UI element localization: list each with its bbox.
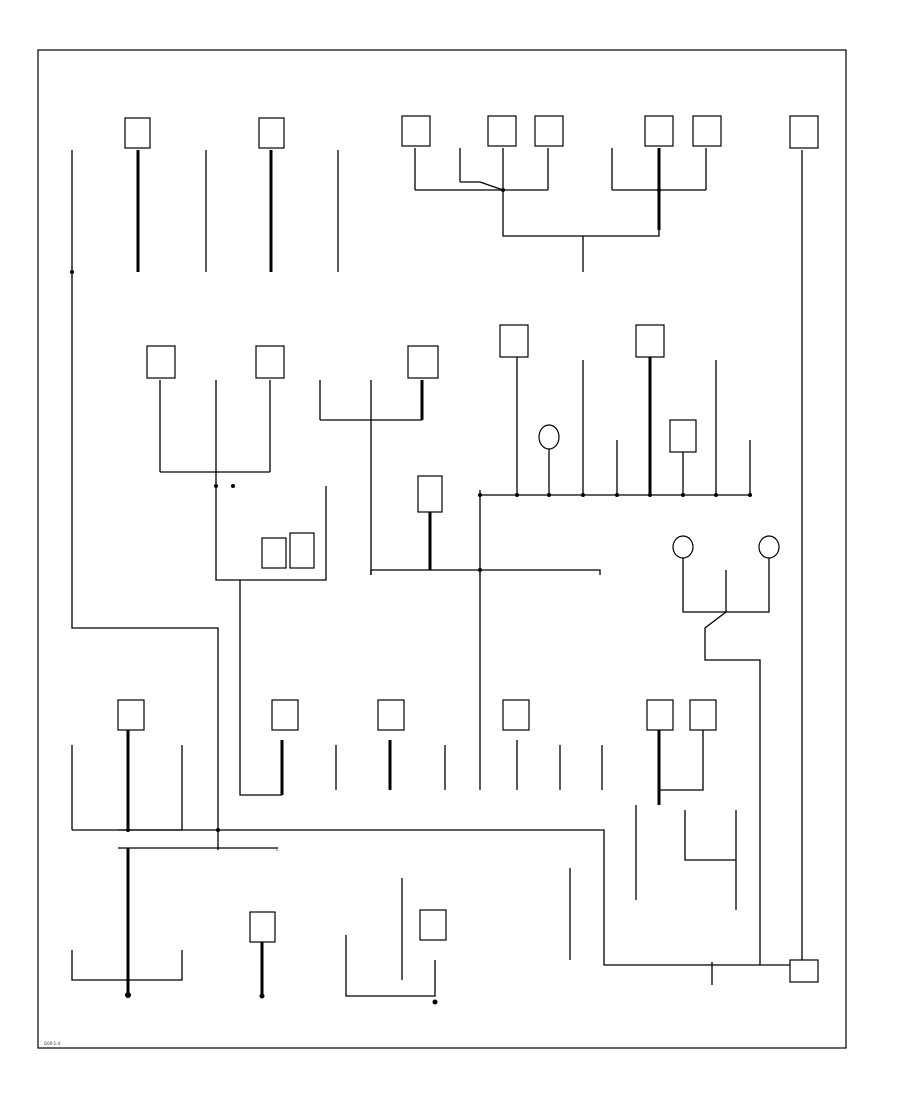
component-top-2	[124, 117, 151, 272]
third-row-components	[71, 699, 790, 966]
component-top-right	[789, 115, 819, 962]
footer-code: G00-1-4	[44, 1041, 61, 1046]
diagram-frame	[37, 49, 847, 1049]
second-row-components	[146, 324, 780, 965]
bottom-row-components	[71, 848, 819, 1005]
component-top-cluster-b	[611, 115, 722, 230]
component-top-4	[258, 117, 285, 272]
connector-code: C	[276, 847, 279, 852]
component-top-cluster-a	[401, 115, 564, 230]
top-row-components	[71, 115, 819, 962]
wire-left-main	[71, 272, 219, 850]
